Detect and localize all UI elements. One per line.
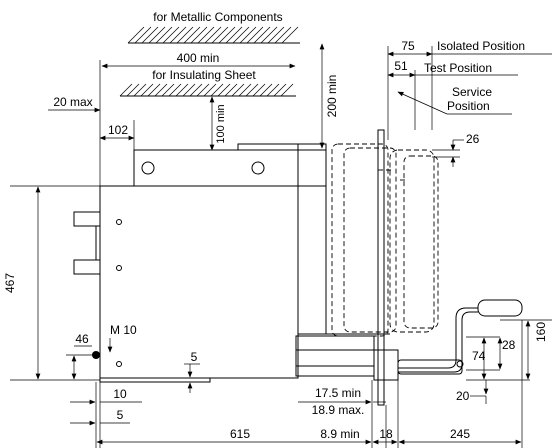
dim-189-text: 18.9 max. [312, 403, 365, 417]
dim-18-text: 18 [379, 427, 393, 441]
hatch-line [176, 26, 194, 44]
hatch-line [190, 26, 208, 44]
hatch-line [147, 83, 161, 97]
service-leader [397, 91, 448, 115]
metallic-ceiling [127, 26, 300, 44]
hatch-line [274, 26, 292, 44]
dim-175-text: 17.5 min [315, 386, 361, 400]
insulating-sheet [119, 83, 296, 97]
hatch-line [161, 83, 175, 97]
hatch-line [211, 26, 229, 44]
service-position-label-2: Position [447, 99, 490, 113]
hatch-line [259, 83, 273, 97]
hatch-line [273, 83, 287, 97]
metallic-label: for Metallic Components [153, 10, 282, 24]
hatch-line [246, 26, 264, 44]
hatch-line [126, 83, 140, 97]
hatch-line [238, 83, 252, 97]
hatch-line [224, 83, 238, 97]
dim-5b-text: 5 [117, 408, 124, 422]
insulating-label: for Insulating Sheet [152, 68, 256, 82]
hatch-line [245, 83, 259, 97]
dim-615-text: 615 [230, 427, 250, 441]
m10-label: M 10 [110, 323, 137, 337]
hatch-line [232, 26, 250, 44]
hatch-line [196, 83, 210, 97]
dim-75-text: 75 [401, 39, 415, 53]
hatch-line [203, 83, 217, 97]
dim-102-text: 102 [108, 123, 128, 137]
breaker-housing [73, 143, 327, 383]
dim-100-text: 100 min [215, 104, 227, 143]
hatch-line [281, 26, 299, 44]
hatch-line [189, 83, 203, 97]
dim-51-text: 51 [394, 59, 408, 73]
hatch-line [253, 26, 271, 44]
dim-28-text: 28 [502, 338, 516, 352]
hatch-line [267, 26, 285, 44]
test-position-label: Test Position [424, 61, 492, 75]
dim-89-text: 8.9 min [320, 427, 359, 441]
hatch-line [266, 83, 280, 97]
hatch-line [204, 26, 222, 44]
hatch-line [127, 26, 145, 44]
hatch-line [133, 83, 147, 97]
hatch-line [119, 83, 133, 97]
hatch-line [252, 83, 266, 97]
dim-467-text: 467 [3, 273, 17, 293]
dim-160-text: 160 [534, 322, 548, 342]
hatch-line [210, 83, 224, 97]
dim-200-text: 200 min [325, 75, 339, 118]
hatch-line [280, 83, 294, 97]
truck-rail [295, 129, 399, 406]
hatch-line [239, 26, 257, 44]
hatch-line [260, 26, 278, 44]
hatch-line [169, 26, 187, 44]
hatch-line [168, 83, 182, 97]
dashed-positions [331, 143, 439, 337]
dim-5a-text: 5 [191, 350, 198, 364]
hatch-line [175, 83, 189, 97]
hatch-line [197, 26, 215, 44]
dim-245-text: 245 [450, 427, 470, 441]
hatch-line [162, 26, 180, 44]
hatch-line [217, 83, 231, 97]
hatch-line [218, 26, 236, 44]
service-position-label-1: Service [452, 85, 492, 99]
hatch-line [141, 26, 159, 44]
hatch-line [183, 26, 201, 44]
dim-46-text: 46 [75, 332, 89, 346]
dim-26-text: 26 [466, 132, 480, 146]
hatch-line [225, 26, 243, 44]
hatch-line [134, 26, 152, 44]
isolated-position-label: Isolated Position [437, 39, 525, 53]
dim-400-text: 400 min [177, 51, 220, 65]
dim-74-text: 74 [472, 349, 486, 363]
hatch-line [154, 83, 168, 97]
hatch-line [140, 83, 154, 97]
hatch-line [231, 83, 245, 97]
hatch-line [182, 83, 196, 97]
dim-10-text: 10 [113, 387, 127, 401]
hatch-line [155, 26, 173, 44]
dim-20max-text: 20 max [53, 95, 92, 109]
hatch-line [148, 26, 166, 44]
dim-20-text: 20 [456, 389, 470, 403]
crank-handle [397, 299, 523, 375]
